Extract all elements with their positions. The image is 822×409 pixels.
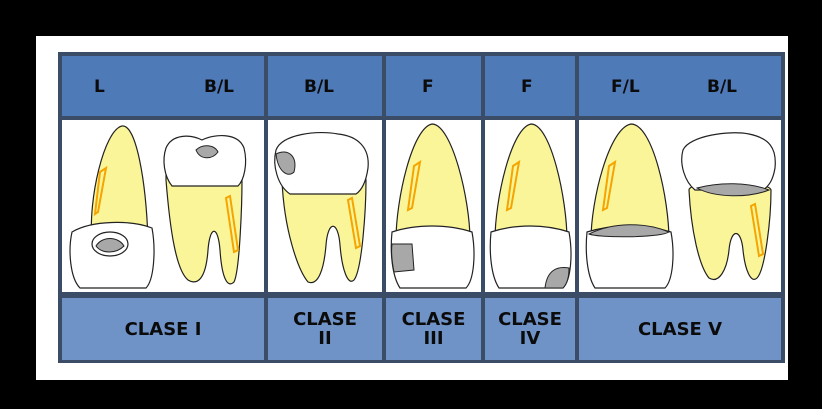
footer-clase-iii: CLASE III: [386, 298, 481, 360]
header-label-bl: B/L: [707, 77, 737, 97]
footer-clase-i: CLASE I: [62, 298, 264, 360]
footer-clase-v: CLASE V: [579, 298, 781, 360]
header-clase-iv: F: [485, 56, 575, 116]
header-label-f: F: [422, 77, 434, 97]
incisor-tooth-icon: [391, 124, 474, 288]
header-clase-v: F/L B/L: [579, 56, 781, 116]
footer-clase-ii: CLASE II: [268, 298, 382, 360]
header-label-fl: F/L: [611, 77, 640, 97]
header-clase-i: L B/L: [62, 56, 264, 116]
molar-tooth-icon: [164, 136, 246, 284]
image-cell-clase-i: [62, 120, 264, 292]
header-label-bl: B/L: [204, 77, 234, 97]
premolar-tooth-icon: [682, 133, 776, 280]
caries-classification-table: L B/L B/L F F F/L B/L: [58, 52, 785, 363]
header-clase-iii: F: [386, 56, 481, 116]
image-cell-clase-iii: [386, 120, 481, 292]
incisor-tooth-icon: [586, 124, 673, 288]
header-clase-ii: B/L: [268, 56, 382, 116]
header-label-f: F: [521, 77, 533, 97]
incisor-tooth-icon: [70, 126, 154, 288]
premolar-tooth-icon: [275, 133, 368, 283]
footer-clase-iv: CLASE IV: [485, 298, 575, 360]
header-label-bl: B/L: [304, 77, 334, 97]
image-cell-clase-v: [579, 120, 781, 292]
header-label-l: L: [94, 77, 105, 97]
incisor-tooth-icon: [490, 124, 571, 288]
image-cell-clase-iv: [485, 120, 575, 292]
image-cell-clase-ii: [268, 120, 382, 292]
